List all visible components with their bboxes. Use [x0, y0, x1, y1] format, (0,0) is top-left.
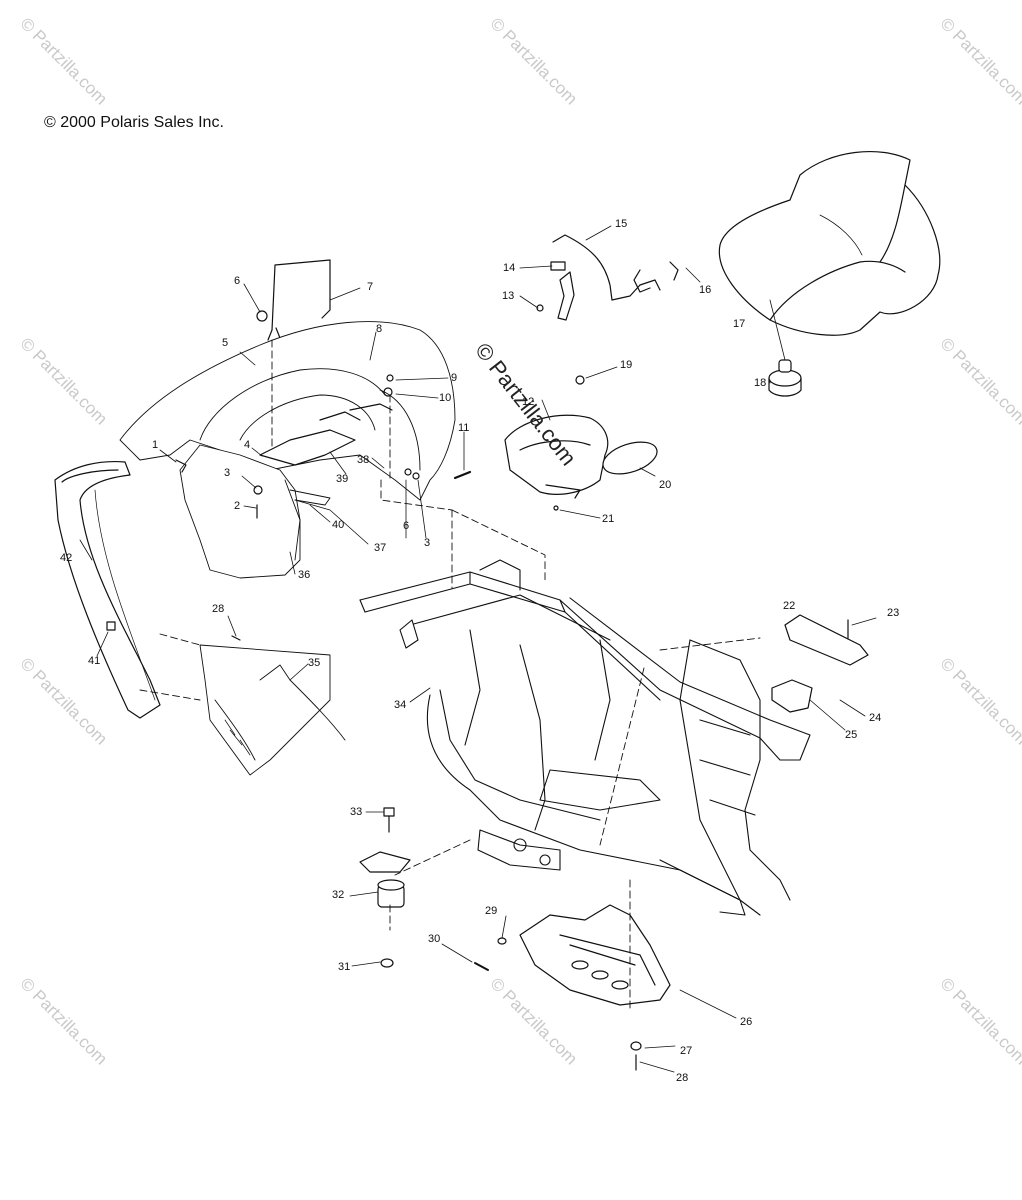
callout-4: 4 [244, 439, 251, 451]
callout-21: 21 [602, 513, 615, 525]
mounting-bracket-part [771, 679, 813, 713]
callout-11: 11 [458, 422, 470, 434]
callout-28: 28 [676, 1072, 689, 1084]
main-frame-part [359, 559, 811, 916]
callout-39: 39 [336, 473, 349, 485]
callout-1: 1 [152, 439, 159, 451]
callout-25: 25 [845, 729, 858, 741]
rear-fender-part [119, 321, 456, 501]
footwell-part [199, 644, 346, 776]
callout-3: 3 [424, 537, 431, 549]
callout-7: 7 [367, 281, 374, 293]
callout-20: 20 [659, 479, 672, 491]
assembly-dashed-lines [139, 339, 761, 1011]
rear-rack-part [267, 259, 331, 341]
callout-6: 6 [234, 275, 241, 287]
callout-42: 42 [60, 552, 73, 564]
fastener-hardware [106, 304, 849, 1071]
callout-12: 12 [522, 396, 535, 408]
callout-18: 18 [754, 377, 767, 389]
callout-8: 8 [376, 323, 383, 335]
callout-30: 30 [428, 933, 441, 945]
callout-32: 32 [332, 889, 345, 901]
copyright-notice: © 2000 Polaris Sales Inc. [44, 114, 224, 131]
callout-35: 35 [308, 657, 321, 669]
storage-box-part [504, 414, 658, 499]
callout-15: 15 [615, 218, 628, 230]
seat-latch-rod [550, 234, 679, 321]
callout-3: 3 [224, 467, 231, 479]
callout-6: 6 [403, 520, 410, 532]
callout-38: 38 [357, 454, 370, 466]
callout-23: 23 [887, 607, 900, 619]
callout-leader-lines [79, 225, 877, 1073]
callout-19: 19 [620, 359, 633, 371]
callout-37: 37 [374, 542, 387, 554]
callout-9: 9 [451, 372, 458, 384]
callout-24: 24 [869, 712, 882, 724]
callout-41: 41 [88, 655, 101, 667]
callout-34: 34 [394, 699, 407, 711]
callout-29: 29 [485, 905, 498, 917]
callout-16: 16 [699, 284, 712, 296]
callout-13: 13 [502, 290, 515, 302]
callout-22: 22 [783, 600, 796, 612]
callout-10: 10 [439, 392, 452, 404]
skid-plate-part [519, 904, 671, 1006]
callout-27: 27 [680, 1045, 693, 1057]
seat-bumper-part [768, 359, 802, 397]
callout-17: 17 [733, 318, 746, 330]
callout-28: 28 [212, 603, 225, 615]
callout-2: 2 [234, 500, 241, 512]
callout-26: 26 [740, 1016, 753, 1028]
callout-36: 36 [298, 569, 311, 581]
engine-mount-part [359, 851, 411, 908]
side-panel-part [179, 444, 331, 579]
fender-support-bracket [259, 403, 393, 466]
heat-shield-part [784, 614, 869, 666]
callout-40: 40 [332, 519, 345, 531]
callout-14: 14 [503, 262, 516, 274]
seat-part [718, 151, 941, 336]
rear-bumper-part [54, 460, 161, 719]
callout-5: 5 [222, 337, 229, 349]
callout-31: 31 [338, 961, 351, 973]
callout-33: 33 [350, 806, 363, 818]
